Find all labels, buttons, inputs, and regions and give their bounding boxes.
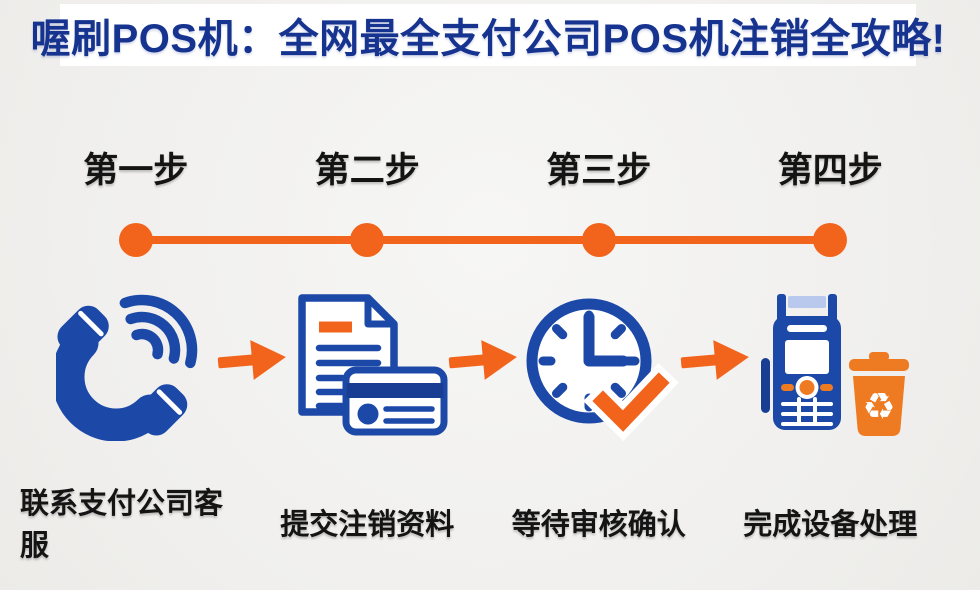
timeline-dot-3: [581, 223, 616, 257]
phone-call-svg: [55, 294, 197, 441]
page-title: 喔刷POS机：全网最全支付公司POS机注销全攻略!: [30, 17, 946, 61]
timeline-dot-4: [813, 223, 848, 257]
step-1-label: 第一步: [83, 151, 189, 190]
step-3-label: 第三步: [546, 151, 652, 190]
document-card-icon: [252, 280, 484, 450]
timeline-line: [135, 236, 831, 244]
steps-flow: 第一步 第二步 第三步 第四步: [20, 0, 946, 590]
step-2-label: 第二步: [314, 151, 420, 190]
phone-call-icon: [20, 280, 252, 450]
step-4-caption: 完成设备处理: [743, 509, 918, 541]
step-2-caption: 提交注销资料: [280, 509, 455, 541]
timeline-dot-2: [350, 223, 385, 257]
arrow-right-icon-2: [448, 340, 517, 380]
pos-recycle-svg: ♻: [760, 293, 909, 436]
icons-row: ♻: [20, 280, 946, 450]
arrow-right-icon-1: [217, 340, 286, 380]
title-banner: 喔刷POS机：全网最全支付公司POS机注销全攻略!: [31, 4, 945, 66]
document-card-svg: [298, 294, 448, 436]
timeline-dot-1: [118, 223, 153, 257]
arrow-right-icon-3: [680, 340, 749, 380]
step-labels-row: 第一步 第二步 第三步 第四步: [20, 142, 946, 190]
step-1-caption: 联系支付公司客服: [20, 488, 224, 562]
clock-check-svg: [526, 298, 679, 441]
pos-recycle-icon: ♻: [715, 280, 947, 450]
step-3-caption: 等待审核确认: [511, 509, 686, 541]
step-4-label: 第四步: [777, 151, 883, 190]
captions-row: 联系支付公司客服 提交注销资料 等待审核确认 完成设备处理: [20, 480, 946, 562]
clock-check-icon: [483, 280, 715, 450]
recycle-symbol: ♻: [862, 385, 895, 428]
